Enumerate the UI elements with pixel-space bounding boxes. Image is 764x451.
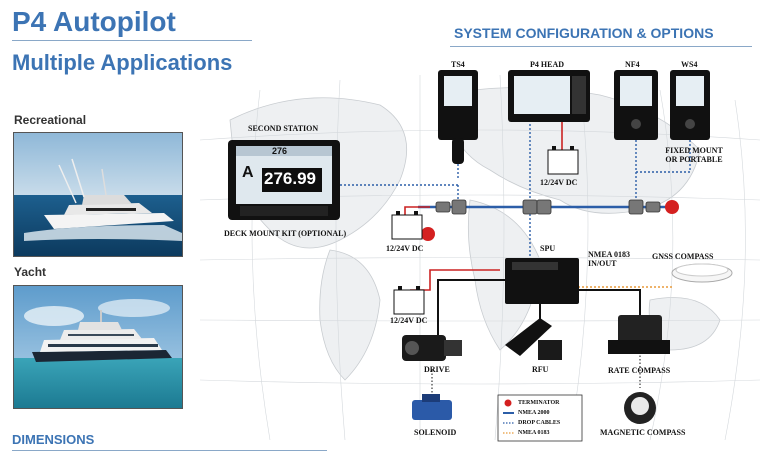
second-station-display[interactable]	[228, 140, 340, 220]
battery-lower	[393, 286, 425, 315]
second-station-label: SECOND STATION	[248, 124, 319, 133]
rate-compass[interactable]	[608, 315, 670, 354]
dimensions-heading: DIMENSIONS	[12, 432, 95, 447]
accessory-cables	[431, 352, 641, 398]
ts4-label: TS4	[451, 60, 465, 69]
gnss-compass[interactable]	[671, 263, 733, 283]
rfu-label: RFU	[532, 365, 549, 374]
second-station-top-readout: 276	[272, 146, 288, 156]
fixed-mount-line-2: OR PORTABLE	[665, 155, 723, 164]
magnetic-compass[interactable]	[624, 392, 656, 424]
drive-pump[interactable]	[402, 335, 462, 361]
second-station-heading: 276.99	[264, 169, 316, 188]
solenoid-label: SOLENOID	[414, 428, 457, 437]
legend-nmea2000: NMEA 2000	[518, 410, 550, 416]
nf4-display[interactable]	[614, 70, 658, 140]
spu-label: SPU	[540, 244, 556, 253]
ts4-display[interactable]	[438, 70, 478, 164]
yacht-caption: Yacht	[14, 265, 47, 279]
section-heading: SYSTEM CONFIGURATION & OPTIONS	[454, 25, 714, 41]
system-diagram	[199, 70, 761, 442]
second-station-mode: A	[242, 164, 254, 181]
p4-head-display[interactable]	[508, 70, 590, 122]
legend-terminator: TERMINATOR	[518, 400, 560, 406]
nmea0183-io-line-1: NMEA 0183	[588, 250, 630, 259]
solenoid-valve[interactable]	[412, 394, 452, 420]
page-subtitle: Multiple Applications	[12, 50, 233, 75]
legend-drop-cables: DROP CABLES	[518, 420, 561, 426]
power-left-label: 12/24V DC	[386, 244, 424, 253]
fixed-mount-line-1: FIXED MOUNT	[665, 146, 723, 155]
terminators	[421, 200, 679, 241]
battery-top	[547, 146, 579, 175]
nmea0183-io-label: NMEA 0183 IN/OUT	[588, 250, 630, 268]
ws4-display[interactable]	[670, 70, 710, 140]
rate-compass-label: RATE COMPASS	[608, 366, 671, 375]
legend-box	[497, 394, 583, 442]
title-divider	[12, 40, 252, 41]
deck-mount-label: DECK MOUNT KIT (OPTIONAL)	[224, 229, 347, 238]
page-title: P4 Autopilot	[12, 6, 176, 37]
nmea0183-io-line-2: IN/OUT	[588, 259, 617, 268]
section-divider	[450, 46, 752, 47]
ws4-label: WS4	[681, 60, 698, 69]
legend-nmea0183: NMEA 0183	[518, 430, 550, 436]
recreational-caption: Recreational	[14, 113, 87, 127]
nf4-label: NF4	[625, 60, 640, 69]
gnss-compass-label: GNSS COMPASS	[652, 252, 714, 261]
recreational-boat-photo	[13, 132, 183, 257]
drop-cables	[340, 120, 691, 262]
t-connectors	[435, 199, 661, 215]
fixed-mount-label: FIXED MOUNT OR PORTABLE	[660, 146, 728, 164]
rfu-sensor[interactable]	[505, 318, 562, 360]
battery-left	[391, 211, 423, 240]
yacht-photo	[13, 285, 183, 409]
spu-unit[interactable]	[505, 258, 579, 304]
power-lower-label: 12/24V DC	[390, 316, 428, 325]
magnetic-compass-label: MAGNETIC COMPASS	[600, 428, 686, 437]
power-top-label: 12/24V DC	[540, 178, 578, 187]
p4-head-label: P4 HEAD	[530, 60, 564, 69]
drive-label: DRIVE	[424, 365, 450, 374]
